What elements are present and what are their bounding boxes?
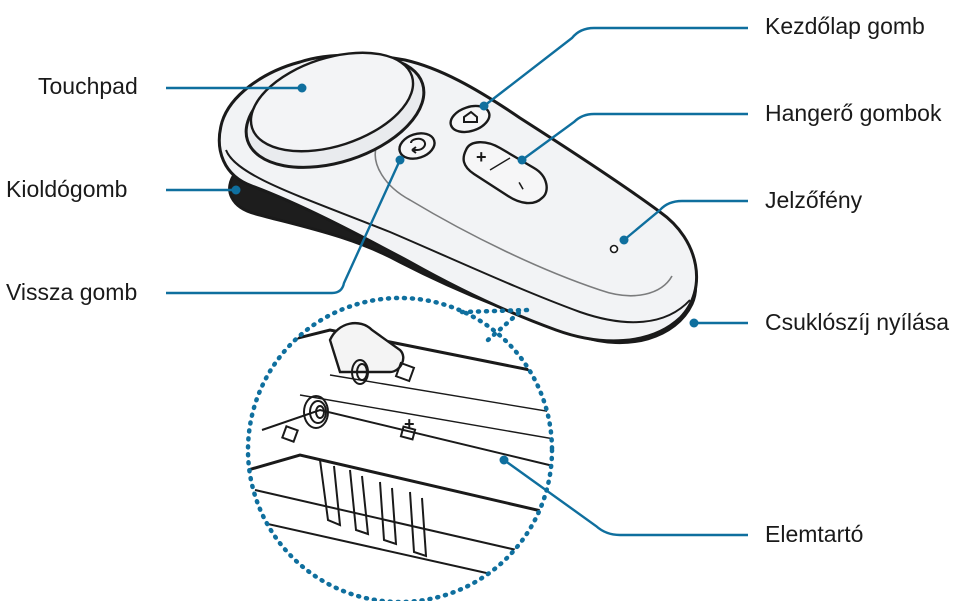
back-button[interactable] [396, 129, 438, 163]
home-button[interactable] [447, 101, 492, 136]
battery-terminal-housing [328, 321, 405, 374]
volume-rocker[interactable] [462, 141, 548, 205]
label-volume-buttons: Hangerő gombok [765, 100, 942, 126]
volume-up-glyph: + [476, 147, 487, 167]
label-release-button: Kioldógomb [6, 176, 128, 202]
battery-zoom-view [245, 295, 555, 605]
indicator-light [609, 244, 619, 254]
spring-contact-upper [351, 359, 369, 385]
zoom-connector [459, 307, 531, 343]
touchpad-surface[interactable] [239, 34, 426, 170]
label-battery-holder: Elemtartó [765, 521, 864, 547]
label-home-button: Kezdőlap gomb [765, 13, 925, 39]
callout-home [483, 26, 748, 107]
callout-battery [503, 459, 748, 537]
label-touchpad: Touchpad [38, 73, 138, 99]
home-icon [463, 110, 478, 123]
battery-plus-glyph: + [404, 414, 415, 434]
label-indicator-light: Jelzőfény [765, 187, 863, 213]
callout-lines [166, 26, 748, 537]
callout-volume [521, 112, 748, 161]
callout-indicator [623, 199, 748, 241]
controller-body [217, 34, 699, 345]
battery-compartment-floor [261, 408, 552, 471]
label-back-button: Vissza gomb [6, 279, 138, 305]
controller-front-contour [374, 147, 673, 297]
callout-back [166, 159, 402, 295]
spring-contact-lower [303, 395, 329, 429]
back-icon [410, 137, 427, 154]
controller-side-band [225, 149, 691, 324]
battery-compartment-bottom [248, 453, 552, 522]
label-strap-hole: Csuklószíj nyílása [765, 309, 950, 335]
volume-rocker-divider [489, 157, 511, 171]
